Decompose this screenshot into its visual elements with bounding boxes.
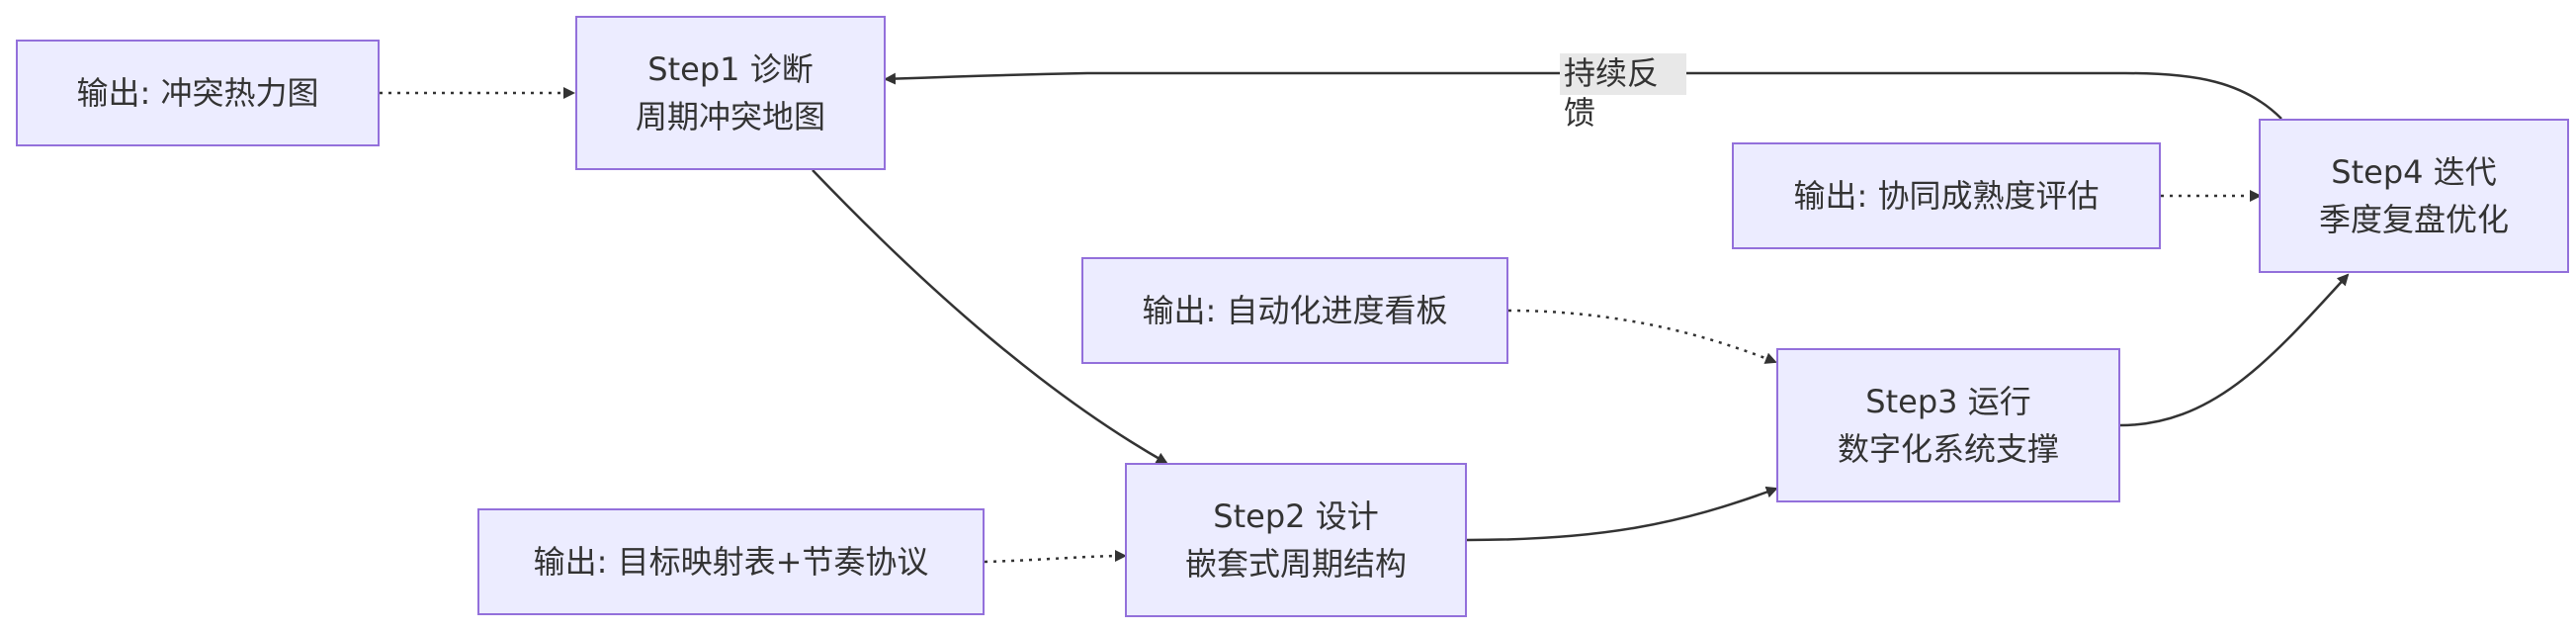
edge-out2-to-step2 [984,550,1127,564]
output-mapping-node: 输出: 目标映射表+节奏协议 [477,508,985,615]
step4-title: Step4 迭代 [2331,153,2497,191]
step3-run-node: Step3 运行 数字化系统支撑 [1776,348,2120,502]
step1-diagnose-node: Step1 诊断 周期冲突地图 [575,16,886,170]
output-dashboard-label: 输出: 自动化进度看板 [1142,292,1448,329]
step3-title: Step3 运行 [1865,383,2031,420]
output-heatmap-label: 输出: 冲突热力图 [76,74,319,112]
edge-step3-to-step4 [2119,273,2350,427]
output-maturity-label: 输出: 协同成熟度评估 [1793,177,2100,215]
output-maturity-node: 输出: 协同成熟度评估 [1732,142,2161,249]
edge-out3-to-step3 [1507,309,1777,364]
output-dashboard-node: 输出: 自动化进度看板 [1081,257,1508,364]
step2-subtitle: 嵌套式周期结构 [1184,545,1407,583]
step4-iterate-node: Step4 迭代 季度复盘优化 [2259,119,2569,273]
step1-subtitle: 周期冲突地图 [635,98,825,136]
output-mapping-label: 输出: 目标映射表+节奏协议 [533,543,929,581]
output-heatmap-node: 输出: 冲突热力图 [16,40,380,146]
step3-subtitle: 数字化系统支撑 [1837,430,2059,468]
step4-subtitle: 季度复盘优化 [2318,201,2509,238]
step2-title: Step2 设计 [1213,497,1379,535]
edge-step2-to-step3 [1466,486,1778,542]
edge-step4-to-step1-feedback [884,71,2282,120]
feedback-edge-label: 持续反馈 [1560,53,1686,132]
edge-step1-to-step2 [812,169,1168,465]
step2-design-node: Step2 设计 嵌套式周期结构 [1125,463,1467,617]
step1-title: Step1 诊断 [647,50,814,88]
